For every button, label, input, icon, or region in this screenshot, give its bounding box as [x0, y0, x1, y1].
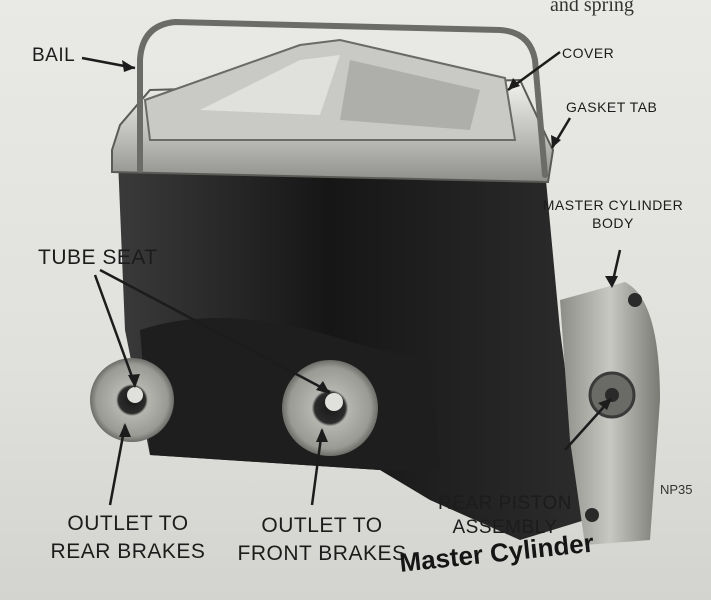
label-outlet-rear: OUTLET TO REAR BRAKES: [28, 510, 228, 566]
label-outlet-rear-line2: REAR BRAKES: [28, 538, 228, 566]
label-outlet-front: OUTLET TO FRONT BRAKES: [222, 512, 422, 568]
label-outlet-front-line1: OUTLET TO: [222, 512, 422, 540]
label-tube-seat: TUBE SEAT: [38, 244, 158, 272]
figure-code: NP35: [660, 482, 693, 497]
label-master-cylinder-body-line1: MASTER CYLINDER: [528, 196, 698, 214]
label-cover: COVER: [562, 44, 614, 62]
label-rear-piston-line1: REAR PISTON: [425, 492, 585, 516]
label-outlet-front-line2: FRONT BRAKES: [222, 540, 422, 568]
label-gasket-tab: GASKET TAB: [566, 98, 657, 116]
flange-bolt-hole: [628, 293, 642, 307]
flange-bolt-hole: [585, 508, 599, 522]
arrowhead: [122, 60, 135, 72]
rear-tube-seat: [127, 387, 143, 403]
label-master-cylinder-body-line2: BODY: [528, 214, 698, 232]
label-master-cylinder-body: MASTER CYLINDER BODY: [528, 196, 698, 232]
label-outlet-rear-line1: OUTLET TO: [28, 510, 228, 538]
front-tube-seat: [325, 393, 343, 411]
label-bail: BAIL: [32, 44, 75, 68]
